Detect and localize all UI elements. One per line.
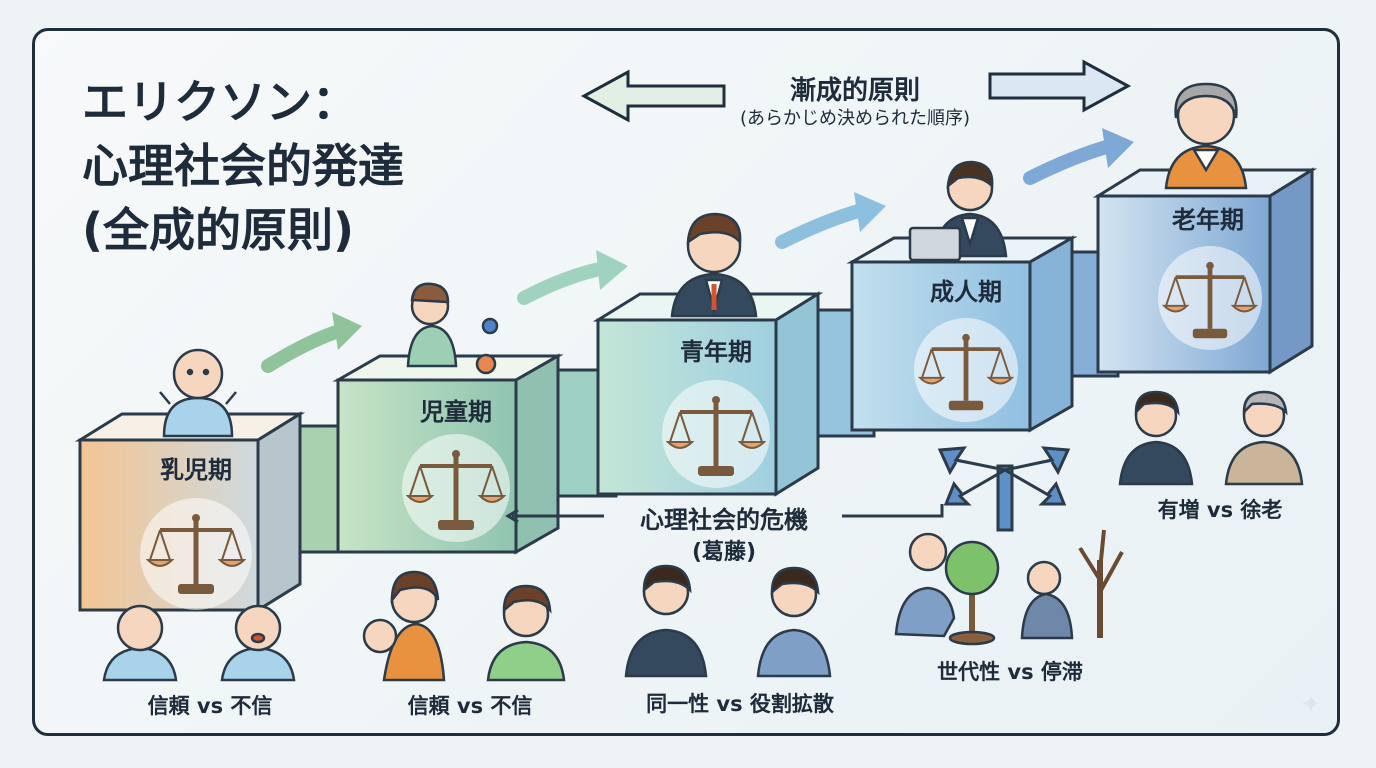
child-icon <box>406 282 499 375</box>
stagnant-person-icon <box>1020 529 1124 640</box>
crisis-label: 心理社会的危機 <box>640 506 808 534</box>
balance-scale-icon <box>140 498 252 610</box>
page-title: エリクソン： 心理社会的発達 (全成的原則) <box>82 70 404 262</box>
conflict-label-childhood: 信頼 vs 不信 <box>407 694 533 718</box>
stage-name-adolescence: 青年期 <box>680 338 752 366</box>
progression-arrow-icon <box>517 261 611 305</box>
stage-name-old-age: 老年期 <box>1172 206 1244 234</box>
worried-child-icon <box>486 584 566 682</box>
confident-teen-icon <box>624 564 708 678</box>
progression-arrow-icon <box>775 203 869 249</box>
happy-baby-icon <box>102 604 178 682</box>
progression-arrow-icon <box>261 323 349 373</box>
balance-scale-icon <box>914 318 1018 422</box>
adult-man-icon <box>1118 390 1194 486</box>
progression-arrow-head-icon <box>596 250 628 290</box>
progression-arrow-head-icon <box>332 312 362 350</box>
stage-name-adulthood: 成人期 <box>930 278 1002 306</box>
stage-name-childhood: 児童期 <box>420 398 492 426</box>
planting-tree-icon <box>894 532 1000 646</box>
worker-icon <box>908 160 1008 262</box>
epigenetic-sublabel: (あらかじめ決められた順序) <box>739 108 971 129</box>
conflict-label-adolescence: 同一性 vs 役割拡散 <box>646 692 834 716</box>
balance-scale-icon <box>1158 246 1262 350</box>
progression-arrow-head-icon <box>854 192 886 232</box>
mother-and-baby-icon <box>362 570 446 682</box>
title-line-3: (全成的原則) <box>82 203 355 257</box>
balance-scale-icon <box>402 434 510 542</box>
confused-teen-icon <box>756 566 832 678</box>
title-line-1: エリクソン： <box>82 75 358 129</box>
student-icon <box>670 212 758 318</box>
crying-baby-icon <box>220 604 296 682</box>
elderly-man-icon <box>1224 390 1304 486</box>
balance-scale-icon <box>662 380 770 488</box>
title-line-2: 心理社会的発達 <box>82 139 404 193</box>
stage-name-infancy: 乳児期 <box>160 456 232 484</box>
conflict-label-adulthood: 世代性 vs 停滞 <box>937 660 1083 684</box>
conflict-label-old-age: 有増 vs 徐老 <box>1157 498 1283 522</box>
sparkle-icon: ✦ <box>1300 690 1322 720</box>
baby-icon <box>159 348 237 438</box>
progression-arrow-icon <box>1023 139 1117 185</box>
progression-arrow-head-icon <box>1102 128 1134 168</box>
epigenetic-label: 漸成的原則 <box>789 76 920 106</box>
crossroads-icon <box>937 446 1071 532</box>
epigenetic-arrow-left-icon <box>580 69 726 123</box>
epigenetic-arrow-right-icon <box>988 59 1132 113</box>
crisis-sublabel: (葛藤) <box>691 540 757 565</box>
conflict-label-infancy: 信頼 vs 不信 <box>147 694 273 718</box>
elder-icon <box>1164 82 1248 190</box>
crisis-pointer-line <box>505 504 944 524</box>
